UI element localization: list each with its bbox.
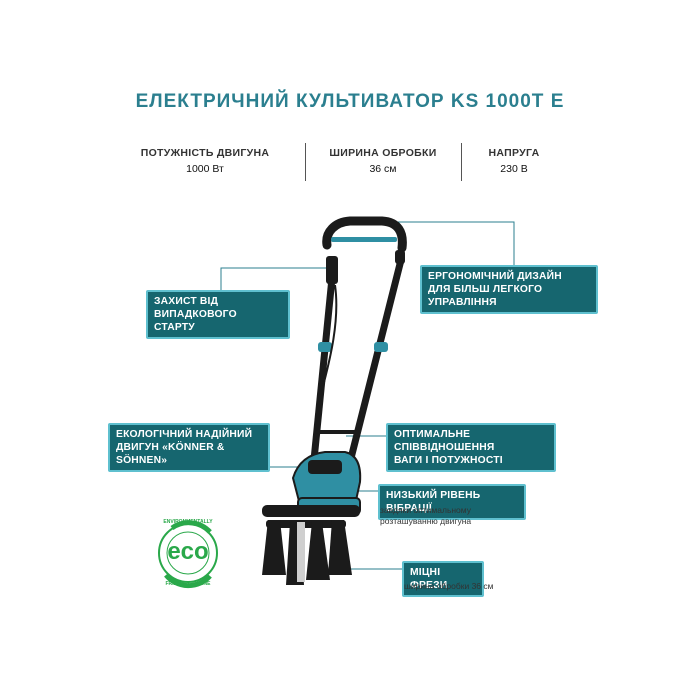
callout-tillers-label: МІЦНІ ФРЕЗИ — [410, 567, 448, 591]
callout-engine: ЕКОЛОГІЧНИЙ НАДІЙНИЙ ДВИГУН «KÖNNER & SÖ… — [108, 423, 270, 472]
callout-vibration-note: завдяки оптимальному розташуванню двигун… — [380, 505, 471, 527]
callout-vibration-note1: завдяки оптимальному — [380, 505, 471, 515]
spec-voltage-label: НАПРУГА — [488, 147, 540, 159]
spec-power-value: 1000 Вт — [186, 163, 224, 175]
handle-frame — [309, 216, 407, 474]
spec-width-value: 36 см — [369, 163, 397, 175]
callout-ratio-line1: ОПТИМАЛЬНЕ СПІВВІДНОШЕННЯ — [394, 429, 495, 453]
callout-vibration: НИЗЬКИЙ РІВЕНЬ ВІБРАЦІЇ — [378, 484, 526, 520]
callout-ratio-line2: ВАГИ І ПОТУЖНОСТІ — [394, 455, 503, 466]
callout-engine-line1: ЕКОЛОГІЧНИЙ НАДІЙНИЙ — [116, 429, 253, 440]
callout-vibration-label: НИЗЬКИЙ РІВЕНЬ ВІБРАЦІЇ — [386, 490, 481, 514]
power-cable — [321, 284, 338, 391]
callout-engine-line2: ДВИГУН «KÖNNER & SÖHNEN» — [116, 442, 225, 466]
callout-ergonomic: ЕРГОНОМІЧНИЙ ДИЗАЙН ДЛЯ БІЛЬШ ЛЕГКОГО УП… — [420, 265, 598, 314]
callout-protection-line2: СТАРТУ — [154, 322, 195, 333]
tiller-blades — [262, 520, 352, 585]
eco-badge-ring-top: ENVIRONMENTALLY — [163, 519, 213, 525]
callout-protection: ЗАХИСТ ВІД ВИПАДКОВОГО СТАРТУ — [146, 290, 290, 339]
callout-tillers-note: ширина обробки 36 см — [404, 581, 494, 591]
spec-width: ШИРИНА ОБРОБКИ 36 см — [308, 145, 458, 177]
motor-housing — [262, 451, 362, 517]
callout-protection-line1: ЗАХИСТ ВІД ВИПАДКОВОГО — [154, 296, 237, 320]
spec-divider — [461, 143, 462, 181]
callout-tillers: МІЦНІ ФРЕЗИ — [402, 561, 484, 597]
spec-power-label: ПОТУЖНІСТЬ ДВИГУНА — [140, 147, 270, 159]
spec-voltage: НАПРУГА 230 В — [439, 145, 589, 177]
callout-vibration-note2: розташуванню двигуна — [380, 516, 472, 526]
callout-ratio: ОПТИМАЛЬНЕ СПІВВІДНОШЕННЯ ВАГИ І ПОТУЖНО… — [386, 423, 556, 472]
callout-ergonomic-line2: ДЛЯ БІЛЬШ ЛЕГКОГО УПРАВЛІННЯ — [428, 284, 543, 308]
callout-ergonomic-line1: ЕРГОНОМІЧНИЙ ДИЗАЙН — [428, 271, 562, 282]
page-title: ЕЛЕКТРИЧНИЙ КУЛЬТИВАТОР KS 1000T E — [135, 91, 565, 112]
spec-divider — [305, 143, 306, 181]
eco-badge-ring-bottom: FRIENDLY ENGINE — [165, 581, 211, 587]
spec-power: ПОТУЖНІСТЬ ДВИГУНА 1000 Вт — [130, 145, 280, 177]
spec-voltage-value: 230 В — [500, 163, 528, 175]
eco-badge — [158, 520, 218, 589]
eco-badge-text: eco — [167, 538, 209, 565]
handle-accents — [318, 237, 405, 352]
spec-width-label: ШИРИНА ОБРОБКИ — [329, 147, 437, 159]
